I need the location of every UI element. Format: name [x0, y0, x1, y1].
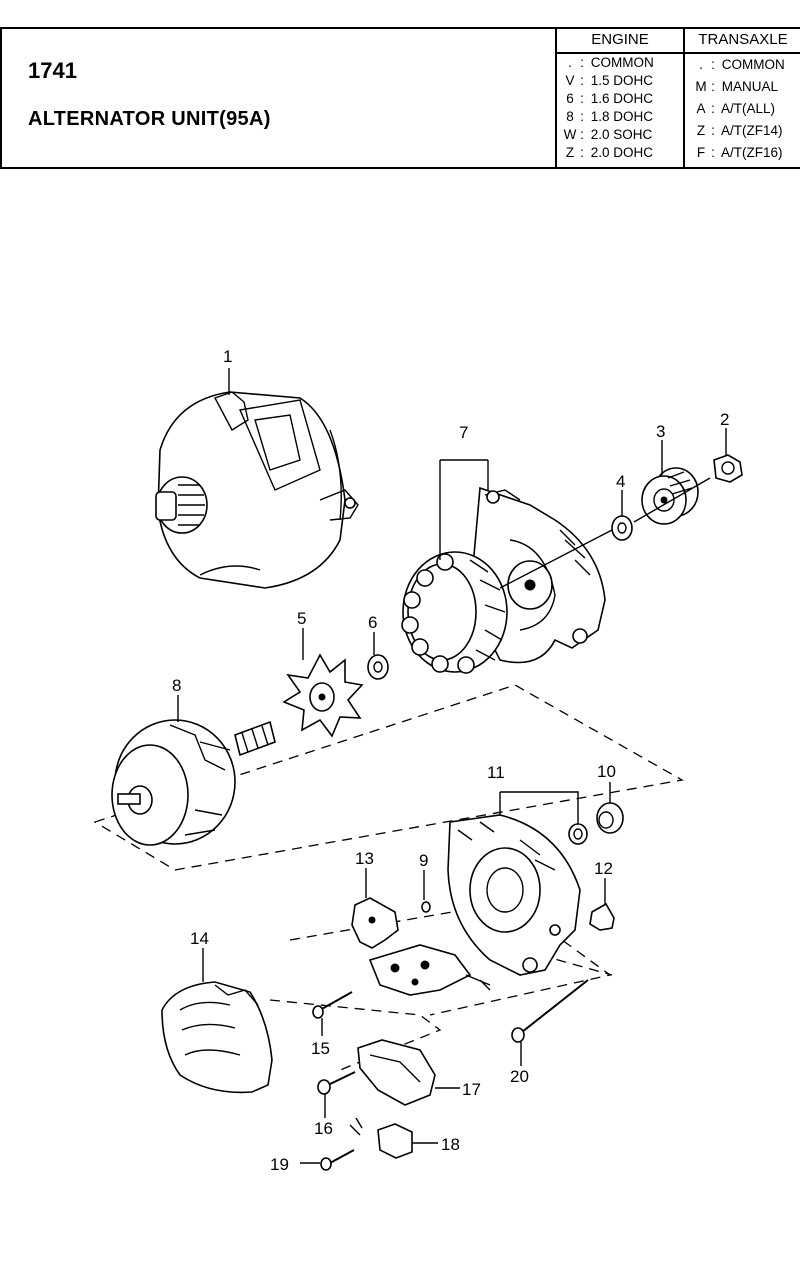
- through-bolt-dashed-guide: [539, 954, 613, 976]
- callout-18: 18: [441, 1135, 460, 1154]
- transaxle-code: Z: [696, 123, 706, 138]
- engine-value: 1.6 DOHC: [590, 91, 654, 106]
- engine-value: 1.8 DOHC: [590, 109, 654, 124]
- pulley-nut: [713, 454, 743, 483]
- engine-row: 6: 1.6 DOHC: [563, 90, 653, 108]
- engine-code: .: [568, 55, 572, 70]
- rotor-spacer: [367, 654, 389, 680]
- transaxle-value: MANUAL: [721, 79, 779, 94]
- engine-code: Z: [565, 145, 575, 160]
- callout-10: 10: [597, 762, 616, 781]
- callout-15: 15: [311, 1039, 330, 1058]
- engine-value: 2.0 SOHC: [590, 127, 653, 142]
- voltage-regulator: [357, 1039, 460, 1106]
- pulley: [633, 467, 711, 525]
- callout-2: 2: [720, 410, 729, 429]
- transaxle-value: A/T(ZF14): [721, 123, 783, 138]
- callout-19: 19: [270, 1155, 289, 1174]
- column-heading-rule: [555, 52, 800, 54]
- transaxle-code: M: [695, 79, 707, 94]
- rear-cover: [161, 981, 273, 1094]
- through-bolt: [511, 979, 589, 1043]
- engine-code: V: [565, 73, 575, 88]
- transaxle-value: A/T(ZF16): [721, 145, 783, 160]
- transaxle-row: A: A/T(ALL): [694, 100, 775, 118]
- spacer-collar: [611, 515, 633, 541]
- page-title: ALTERNATOR UNIT(95A): [28, 108, 271, 130]
- small-screw: [421, 901, 431, 913]
- engine-row: V: 1.5 DOHC: [563, 72, 653, 90]
- bearing-ring: [568, 823, 588, 845]
- callout-20: 20: [510, 1067, 529, 1086]
- callout-6: 6: [368, 613, 377, 632]
- exploded-parts-diagram: 1 2 3 4 5 6 7 8 9 10 11 12 13 14 15 16 1…: [93, 347, 743, 1174]
- stator-and-bracket: [401, 486, 613, 674]
- alternator-assembly: [155, 391, 359, 589]
- rotor-assembly-dashed-outline: [93, 684, 684, 871]
- callout-14: 14: [190, 929, 209, 948]
- mounting-screw: [312, 991, 353, 1019]
- transaxle-row: F: A/T(ZF16): [694, 144, 783, 162]
- engine-row: 8: 1.8 DOHC: [563, 108, 653, 126]
- transaxle-row: .: COMMON: [694, 56, 785, 74]
- rotor: [111, 719, 276, 846]
- cooling-fan: [282, 653, 364, 738]
- transaxle-code: .: [699, 57, 703, 72]
- header-left-rule: [0, 27, 2, 169]
- brush-holder: [349, 1117, 438, 1159]
- engine-code: 8: [566, 109, 574, 124]
- callout-13: 13: [355, 849, 374, 868]
- callout-17: 17: [462, 1080, 481, 1099]
- engine-heading: ENGINE: [591, 31, 649, 48]
- leader-lines: [177, 368, 727, 1118]
- header-top-rule: [0, 27, 800, 29]
- rectifier-plate: [368, 944, 491, 996]
- rear-housing: [447, 814, 581, 976]
- engine-value: 1.5 DOHC: [590, 73, 654, 88]
- engine-code: W: [563, 127, 577, 142]
- transaxle-value: A/T(ALL): [721, 101, 776, 116]
- engine-value: COMMON: [590, 55, 654, 70]
- transaxle-value: COMMON: [721, 57, 785, 72]
- callout-11: 11: [487, 763, 505, 782]
- engine-row: Z: 2.0 DOHC: [563, 144, 653, 162]
- regulator-screw: [317, 1071, 356, 1095]
- transaxle-row: Z: A/T(ZF14): [694, 122, 783, 140]
- callout-9: 9: [419, 851, 428, 870]
- transaxle-heading: TRANSAXLE: [698, 31, 788, 48]
- engine-code: 6: [566, 91, 574, 106]
- transaxle-column-rule: [683, 27, 685, 169]
- engine-column-rule: [555, 27, 557, 169]
- rear-bearing: [596, 802, 624, 834]
- callout-8: 8: [172, 676, 181, 695]
- transaxle-row: M: MANUAL: [695, 79, 779, 94]
- header-bottom-rule: [0, 167, 800, 169]
- transaxle-code: F: [696, 145, 706, 160]
- callout-3: 3: [656, 422, 665, 441]
- holder-screw: [300, 1149, 355, 1171]
- transaxle-code: A: [696, 101, 706, 116]
- engine-row: .: COMMON: [563, 54, 654, 72]
- callout-7: 7: [459, 423, 468, 442]
- callout-5: 5: [297, 609, 306, 628]
- callout-4: 4: [616, 472, 625, 491]
- regulator-bracket: [351, 897, 399, 949]
- part-number: 1741: [28, 58, 77, 83]
- callout-12: 12: [594, 859, 613, 878]
- callout-1: 1: [223, 347, 232, 366]
- callout-16: 16: [314, 1119, 333, 1138]
- engine-value: 2.0 DOHC: [590, 145, 654, 160]
- engine-row: W: 2.0 SOHC: [563, 127, 653, 142]
- terminal-cap: [589, 902, 615, 931]
- rectifier-dashed-outline: [289, 901, 612, 1016]
